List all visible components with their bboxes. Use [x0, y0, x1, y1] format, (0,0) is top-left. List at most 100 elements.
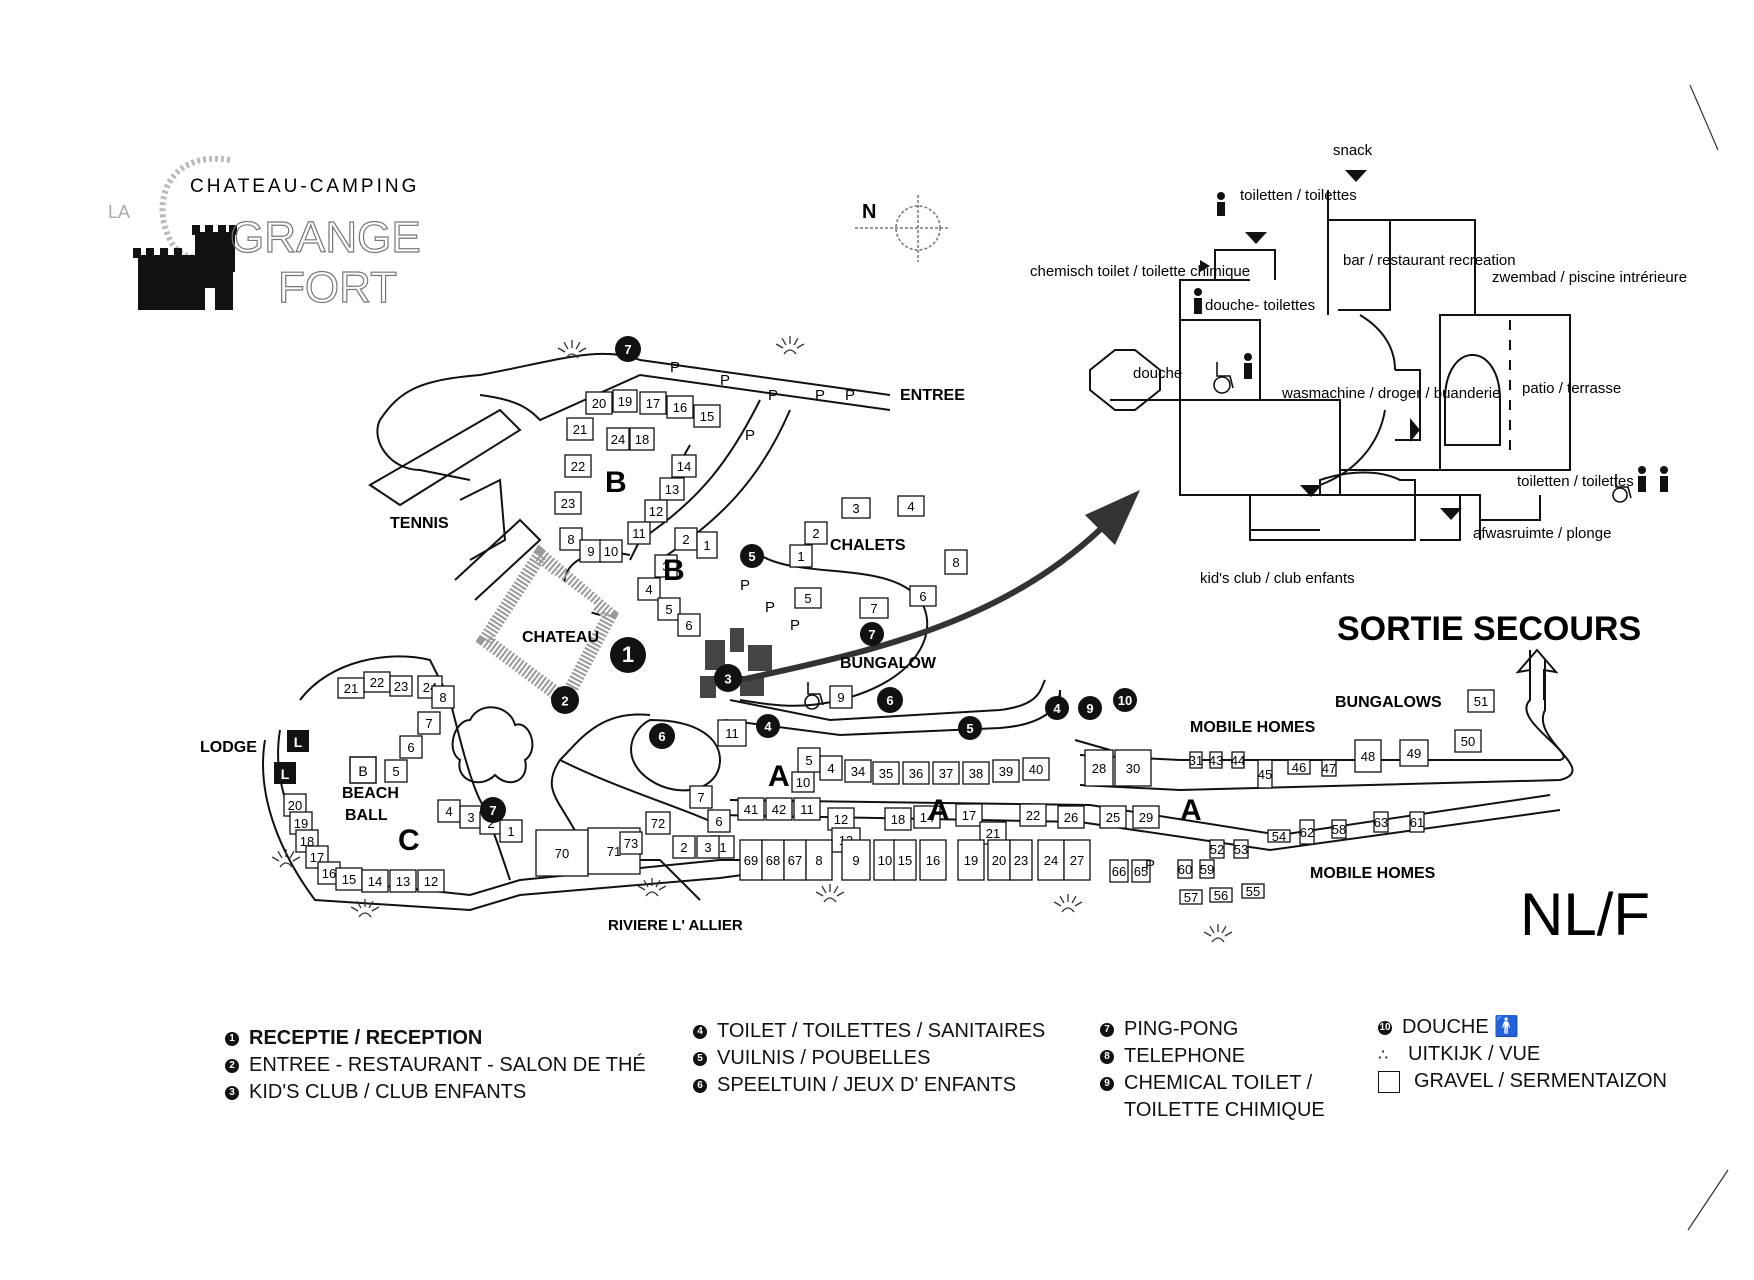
pitch-number: 17: [962, 808, 976, 823]
facility-dot: [958, 716, 982, 740]
pitch: 10: [791, 771, 815, 793]
facility-marker-pingpong-bungalow: 7: [860, 622, 884, 646]
facility-dot: [1113, 688, 1137, 712]
zone-a-west: A: [768, 760, 790, 793]
pitch-number: 5: [804, 591, 811, 606]
pitch-number: 34: [851, 764, 865, 779]
road-lodge: [299, 655, 481, 801]
central-buildings: [700, 628, 772, 698]
road-north: [479, 352, 891, 396]
plan-label-shower: douche: [1133, 365, 1182, 382]
pitch: 21: [566, 417, 594, 441]
pitch-outline: [1019, 803, 1047, 827]
pitch-number: 40: [1029, 762, 1043, 777]
label-beach: BEACH: [342, 785, 399, 802]
logo-prefix: LA: [108, 202, 130, 222]
pitch-number: 71: [607, 844, 621, 859]
pitch: 55: [1241, 883, 1265, 899]
pitch-outline: [696, 531, 718, 559]
pitch: 29: [1132, 805, 1160, 829]
pitch-outline: [657, 597, 681, 621]
road-a-north: [724, 689, 1061, 737]
label-entree: ENTREE: [900, 387, 965, 404]
pitch-number: 12: [649, 504, 663, 519]
pitch: 18: [629, 427, 655, 451]
pitch-number: 16: [926, 853, 940, 868]
pitch: 15: [693, 404, 721, 428]
pitch: 72: [645, 811, 671, 835]
pitch-number: 46: [1292, 760, 1306, 775]
pitch: 30: [1114, 749, 1152, 787]
building-plan: [1089, 190, 1571, 541]
pitch-outline: [909, 585, 937, 607]
pitch-number: 13: [665, 482, 679, 497]
chateau-building: [475, 544, 619, 711]
pitch-number: 13: [396, 874, 410, 889]
parking-p: P: [765, 599, 775, 616]
pitch-number: 47: [1322, 761, 1336, 776]
pitch-outline: [1233, 839, 1249, 859]
castle-icon: [133, 225, 237, 310]
pitch-number: 12: [424, 874, 438, 889]
road-a-connector: [1074, 739, 1111, 751]
pitch: 68: [761, 839, 785, 881]
viewpoint-icon: [815, 884, 845, 903]
plan-label-kids-club: kid's club / club enfants: [1200, 570, 1355, 587]
pitch-outline: [696, 835, 720, 859]
pitch-outline: [893, 839, 917, 881]
facility-number: 3: [724, 672, 731, 687]
plan-label-pool: zwembad / piscine intrérieure: [1492, 269, 1687, 286]
legend-text: KID'S CLUB / CLUB ENFANTS: [249, 1081, 527, 1103]
pitch: 69: [739, 839, 763, 881]
pitch-number: 8: [815, 853, 822, 868]
pitch-number: 29: [1139, 810, 1153, 825]
pitch-number: 8: [567, 532, 574, 547]
wheelchair-icons: [804, 362, 1632, 710]
pitch-outline: [1132, 805, 1160, 829]
pitch-number: 48: [1361, 749, 1375, 764]
road-northwest: [376, 374, 481, 481]
pitch: 2: [674, 527, 698, 551]
pitch: 3: [841, 497, 871, 519]
pitch-outline: [1063, 839, 1091, 881]
road-river-west-inner: [262, 739, 781, 912]
facility-dot: [551, 686, 579, 714]
pitch-number: 53: [1234, 842, 1248, 857]
pitch-outline: [1131, 859, 1151, 883]
pitch-number: 41: [744, 802, 758, 817]
pitch: 34: [844, 759, 872, 783]
pitch: 37: [932, 761, 960, 785]
pitch-outline: [564, 454, 592, 478]
pitch-number: 11: [725, 726, 739, 741]
pitch-number: 17: [310, 850, 324, 865]
beach-ball-marker: B: [358, 763, 367, 779]
pitch: 4: [437, 799, 461, 823]
pitch: 65: [1131, 859, 1151, 883]
pitch-outline: [389, 675, 413, 697]
label-ball: BALL: [345, 807, 388, 824]
pitch-outline: [399, 735, 423, 759]
legend-text: GRAVEL / SERMENTAIZON: [1414, 1070, 1667, 1092]
facility-marker-kids-club: 3: [714, 664, 742, 692]
pitch-number: 16: [673, 400, 687, 415]
exit-arrow: [1515, 648, 1559, 700]
pitch-outline: [789, 544, 813, 568]
pitch-outline: [765, 797, 793, 821]
pitch-number: 6: [715, 814, 722, 829]
plan-laundry-room: [1179, 399, 1341, 496]
pitch-number: 59: [1200, 862, 1214, 877]
pitch-outline: [629, 427, 655, 451]
pitch-outline: [1009, 839, 1033, 881]
pitch-outline: [1287, 759, 1311, 775]
pitch-number: 2: [680, 840, 687, 855]
plan-labels: snack toiletten / toilettes chemisch toi…: [1030, 142, 1687, 587]
pitch-outline: [957, 839, 985, 881]
facility-marker-entrance-restaurant: 2: [551, 686, 579, 714]
pitch: 12: [644, 499, 668, 523]
facility-marker-playground-west: 6: [649, 723, 675, 749]
